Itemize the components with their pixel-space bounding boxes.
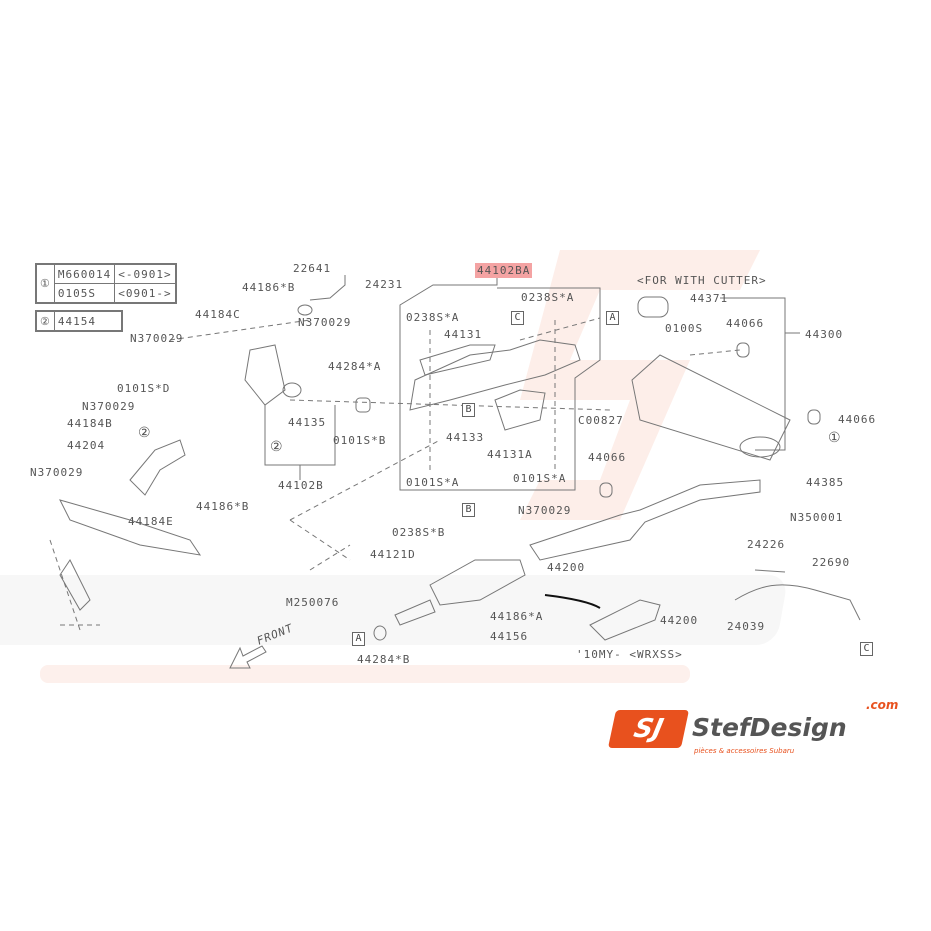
ref-1-symbol: ①	[36, 264, 55, 303]
pipe-44204	[129, 439, 186, 496]
part-label[interactable]: 44204	[67, 439, 106, 452]
ref-marker-2: ②	[270, 439, 284, 455]
ref-marker-c: C	[511, 311, 524, 325]
part-label[interactable]: 44184E	[128, 515, 174, 528]
watermark-brand-shape	[0, 575, 786, 645]
legend-part: 44154	[53, 311, 122, 331]
muffler-44300	[631, 354, 791, 461]
part-label[interactable]: 24226	[747, 538, 786, 551]
part-label[interactable]: 44131	[444, 328, 483, 341]
ref-marker-1: ①	[828, 430, 842, 446]
part-label[interactable]: 44200	[547, 561, 586, 574]
part-label[interactable]: 44186*A	[490, 610, 544, 623]
legend-range: <0901->	[114, 283, 176, 303]
sensor-22690	[734, 584, 861, 621]
part-label[interactable]: 44371	[690, 292, 729, 305]
highlighted-part-label[interactable]: 44102BA	[475, 263, 533, 278]
part-label[interactable]: 0101S*D	[117, 382, 171, 395]
part-label[interactable]: 0101S*A	[513, 472, 567, 485]
ref-2-symbol: ②	[36, 311, 55, 331]
part-label[interactable]: 24231	[365, 278, 404, 291]
legend-part: 0105S	[53, 283, 116, 303]
sensor-22641	[309, 275, 346, 301]
catalyst-44102b	[244, 344, 286, 406]
ref-marker-c: C	[860, 642, 873, 656]
front-pipe-44102	[59, 499, 202, 556]
logo-mark: SJ	[631, 714, 666, 744]
part-label[interactable]: 24039	[727, 620, 766, 633]
front-arrow-icon	[229, 645, 267, 669]
resonator-44200	[429, 559, 526, 606]
stefdesign-logo: SJ	[607, 710, 690, 748]
part-label[interactable]: 0238S*A	[521, 291, 575, 304]
part-label[interactable]: 0100S	[665, 322, 704, 335]
part-label[interactable]: 44066	[588, 451, 627, 464]
ref-marker-a: A	[352, 632, 365, 646]
ref-marker-a: A	[606, 311, 619, 325]
part-label[interactable]: N370029	[82, 400, 136, 413]
part-label[interactable]: N370029	[298, 316, 352, 329]
part-label[interactable]: 44186*B	[242, 281, 296, 294]
part-label[interactable]: 44284*B	[357, 653, 411, 666]
legend-part: M660014	[53, 264, 116, 284]
part-label[interactable]: C00827	[578, 414, 624, 427]
part-label[interactable]: 0238S*B	[392, 526, 446, 539]
part-label[interactable]: M250076	[286, 596, 340, 609]
part-label[interactable]: 44156	[490, 630, 529, 643]
part-label[interactable]: 44184C	[195, 308, 241, 321]
part-label[interactable]: N370029	[518, 504, 572, 517]
part-label[interactable]: 0101S*A	[406, 476, 460, 489]
part-label[interactable]: N350001	[790, 511, 844, 524]
heat-shield-44131	[419, 344, 496, 376]
part-label[interactable]: 44121D	[370, 548, 416, 561]
part-label[interactable]: 44385	[806, 476, 845, 489]
variant-note: <FOR WITH CUTTER>	[637, 274, 767, 287]
part-label[interactable]: 0238S*A	[406, 311, 460, 324]
part-label[interactable]: 44184B	[67, 417, 113, 430]
legend-ref-1: ① M660014<-0901> 0105S<0901->	[35, 263, 177, 304]
part-label[interactable]: N370029	[30, 466, 84, 479]
center-pipe-44102ba	[409, 339, 581, 411]
part-label[interactable]: 0101S*B	[333, 434, 387, 447]
logo-com: .com	[866, 698, 899, 712]
heat-shield-44131a	[494, 389, 546, 431]
part-label[interactable]: 44135	[288, 416, 327, 429]
part-label[interactable]: 44200	[660, 614, 699, 627]
part-label[interactable]: 22690	[812, 556, 851, 569]
ref-marker-2: ②	[138, 425, 152, 441]
part-label[interactable]: 44284*A	[328, 360, 382, 373]
part-label[interactable]: 22641	[293, 262, 332, 275]
part-label[interactable]: N370029	[130, 332, 184, 345]
watermark-sj-shape	[520, 250, 760, 520]
part-label[interactable]: 44066	[726, 317, 765, 330]
ref-marker-b: B	[462, 503, 475, 517]
cutter-44371	[637, 296, 669, 318]
part-label[interactable]: 44102B	[278, 479, 324, 492]
part-label[interactable]: 44131A	[487, 448, 533, 461]
part-label[interactable]: 44133	[446, 431, 485, 444]
group-bracket-44102b	[264, 405, 336, 466]
group-outline-44102ba	[399, 278, 601, 491]
ref-marker-b: B	[462, 403, 475, 417]
logo-tagline: pièces & accessoires Subaru	[694, 747, 795, 755]
logo-brand: StefDesign	[692, 713, 847, 742]
part-label[interactable]: 44300	[805, 328, 844, 341]
watermark-tagline-shape	[40, 665, 690, 683]
legend-range: <-0901>	[114, 264, 176, 284]
rear-pipe	[529, 479, 761, 561]
part-label[interactable]: 44066	[838, 413, 877, 426]
resonator-44200-wrxss	[589, 599, 661, 641]
variant-note: '10MY- <WRXSS>	[576, 648, 683, 661]
part-label[interactable]: 44186*B	[196, 500, 250, 513]
